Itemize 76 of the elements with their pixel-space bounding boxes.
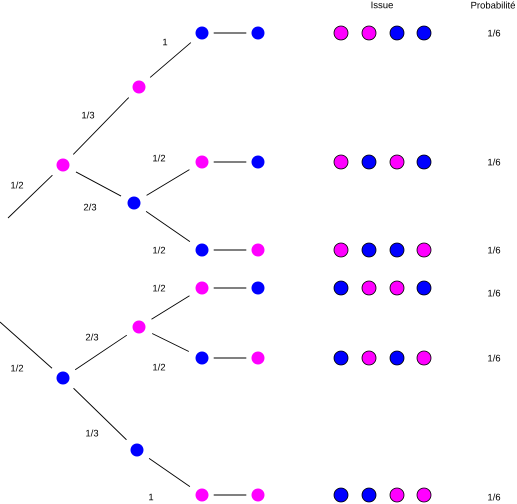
branch-line [72, 97, 130, 155]
edge-label: 1/2 [153, 154, 166, 162]
tree-node-circle [252, 244, 264, 256]
outcome-circle [362, 488, 376, 502]
tree-node-circle [196, 282, 208, 294]
outcome-circle [416, 280, 432, 296]
outcome-circle [334, 26, 348, 40]
outcome-circle [390, 280, 404, 296]
tree-node-circle [196, 26, 208, 40]
edge-label: 1/2 [153, 284, 166, 292]
probability-label: 1/6 [488, 246, 500, 254]
tree-node-circle [252, 156, 264, 168]
outcome-circle [390, 488, 404, 502]
outcome-circle [416, 488, 432, 502]
edge-label: 1 [149, 494, 154, 500]
outcome-circle [334, 154, 348, 170]
tree-node-circle [196, 156, 208, 168]
outcome-circle [334, 488, 348, 502]
outcome-circle [362, 280, 376, 296]
edge-label: 1/2 [153, 364, 166, 370]
tree-node-circle [132, 320, 146, 334]
column-header: Issue [372, 2, 393, 8]
branch-line [73, 388, 127, 440]
branch-line [152, 333, 190, 352]
outcome-circle [362, 154, 376, 170]
edge-label: 1/3 [82, 112, 94, 118]
branch-line [8, 174, 53, 218]
branch-line [213, 494, 247, 496]
probability-label: 1/6 [488, 30, 500, 36]
tree-node-circle [130, 444, 144, 456]
branch-line [146, 210, 190, 242]
branch-line [146, 169, 190, 196]
tree-node-circle [252, 282, 264, 294]
edge-label: 1/2 [153, 246, 166, 254]
outcome-circle [334, 350, 348, 366]
branch-line [74, 334, 128, 370]
edge-label: 1/3 [86, 430, 98, 436]
outcome-circle [362, 350, 376, 366]
tree-node-circle [128, 196, 140, 210]
tree-node-circle [252, 26, 264, 40]
tree-node-circle [56, 158, 70, 172]
outcome-circle [416, 154, 432, 170]
branch-line [213, 32, 247, 34]
tree-node-circle [196, 352, 208, 364]
tree-node-circle [132, 80, 146, 94]
probability-label: 1/6 [488, 158, 500, 166]
tree-node-circle [252, 488, 264, 502]
branch-line [151, 295, 190, 320]
edge-label: 1 [163, 38, 168, 46]
outcome-circle [390, 154, 404, 170]
outcome-circle [416, 242, 432, 258]
tree-node-circle [196, 488, 208, 502]
tree-node-circle [196, 244, 208, 256]
outcome-circle [362, 242, 376, 258]
branch-line [76, 171, 122, 197]
outcome-circle [334, 242, 348, 258]
tree-node-circle [252, 352, 264, 364]
branch-line [0, 322, 52, 369]
branch-line [148, 458, 190, 488]
probability-label: 1/6 [488, 290, 500, 296]
outcome-circle [416, 350, 432, 366]
probability-label: 1/6 [488, 494, 500, 500]
edge-label: 1/2 [11, 182, 24, 188]
outcome-circle [334, 280, 348, 296]
outcome-circle [390, 26, 404, 40]
edge-label: 1/2 [11, 364, 24, 372]
column-header: Probabilité [471, 1, 516, 9]
outcome-circle [362, 26, 376, 40]
outcome-circle [390, 350, 404, 366]
outcome-circle [390, 242, 404, 258]
edge-label: 2/3 [84, 204, 96, 210]
tree-node-circle [56, 372, 70, 384]
branch-line [150, 42, 192, 78]
probability-label: 1/6 [488, 354, 500, 362]
edge-label: 2/3 [86, 334, 98, 340]
outcome-circle [416, 26, 432, 40]
